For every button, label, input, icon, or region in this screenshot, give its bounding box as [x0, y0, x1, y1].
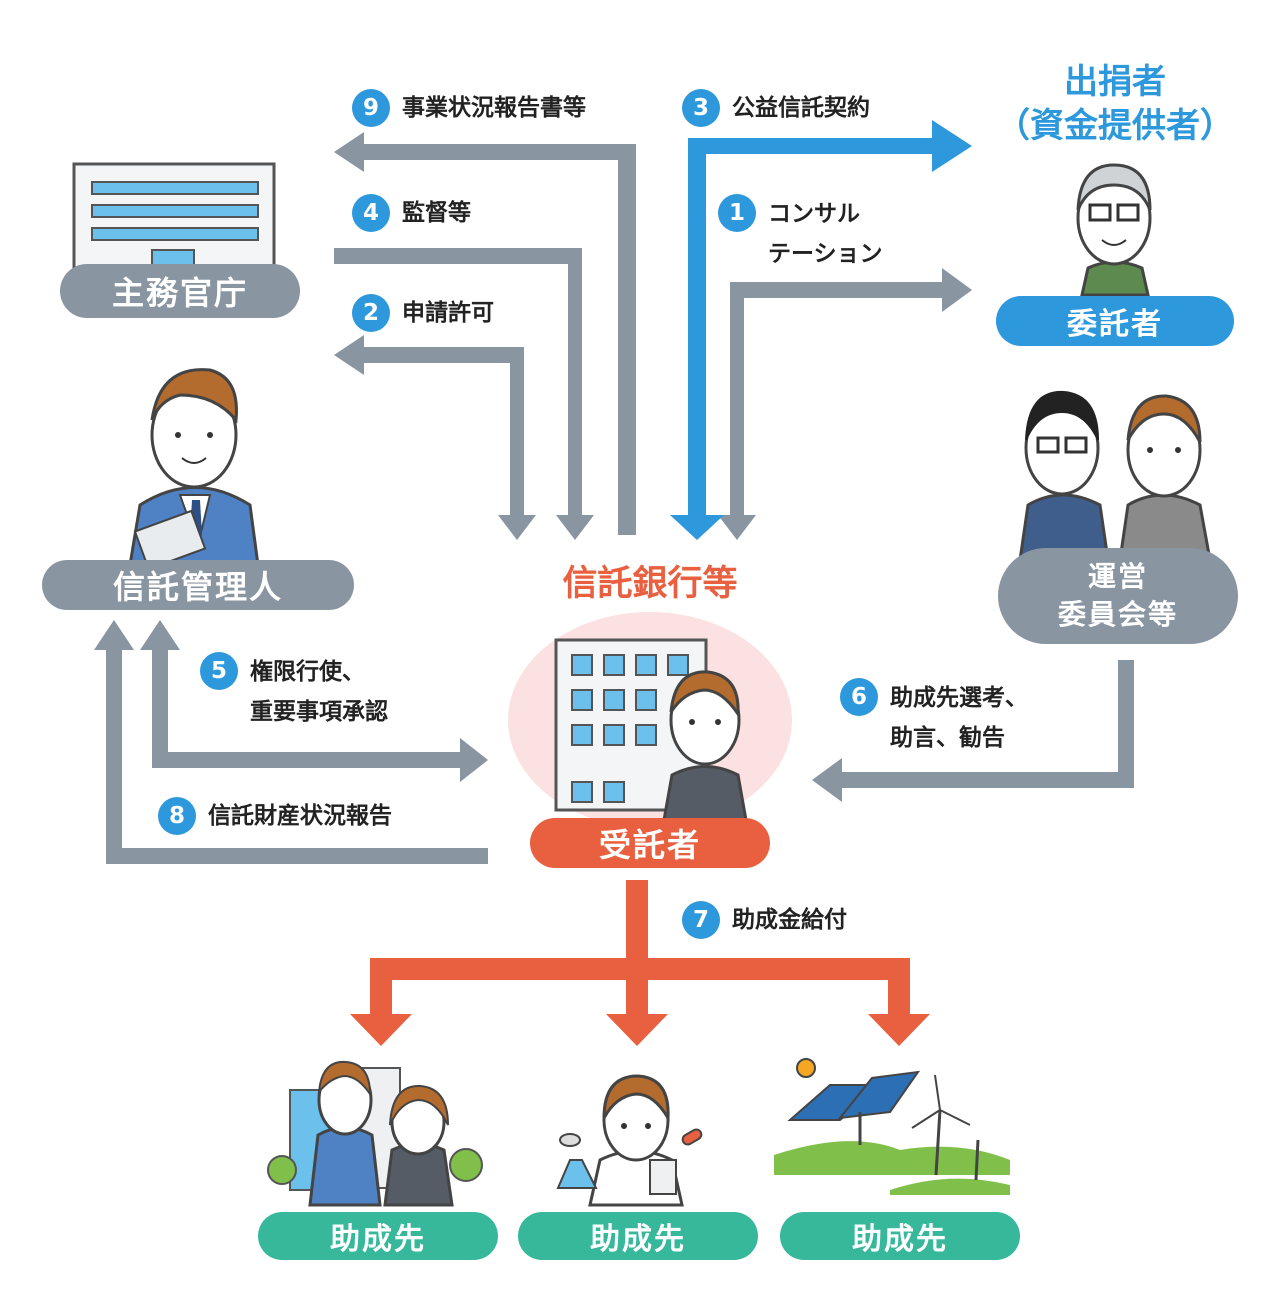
arrow-9 — [334, 132, 636, 535]
trustee-illustration — [508, 612, 792, 828]
arrow-1 — [718, 268, 972, 540]
trustee-label: 受託者 — [530, 818, 770, 868]
ministry-label: 主務官庁 — [60, 264, 300, 318]
step-5: 5 権限行使、 重要事項承認 — [200, 652, 388, 732]
arrow-5 — [140, 620, 488, 782]
step-text: 助成金給付 — [732, 907, 847, 933]
step-number: 5 — [200, 652, 238, 690]
step-3: 3 公益信託契約 — [682, 89, 870, 127]
grantee-label-1: 助成先 — [258, 1212, 498, 1260]
step-number: 3 — [682, 89, 720, 127]
grantee-business-people-icon — [267, 1060, 483, 1207]
step-text: 申請許可 — [402, 300, 494, 326]
step-number: 1 — [718, 194, 756, 232]
grantee-scientist-icon — [556, 1074, 703, 1207]
donor-title: 出捐者 （資金提供者） — [996, 62, 1234, 146]
trustee-title: 信託銀行等 — [562, 564, 738, 604]
step-text: 事業状況報告書等 — [402, 95, 586, 121]
step-9: 9 事業状況報告書等 — [352, 89, 586, 127]
grantee-label-2: 助成先 — [518, 1212, 758, 1260]
step-number: 6 — [840, 678, 878, 716]
step-text: 監督等 — [402, 200, 471, 226]
step-text: コンサル テーション — [768, 201, 883, 267]
step-number: 7 — [682, 901, 720, 939]
step-2: 2 申請許可 — [352, 294, 494, 332]
committee-label: 運営 委員会等 — [998, 548, 1238, 644]
step-text: 権限行使、 重要事項承認 — [250, 659, 388, 725]
step-6: 6 助成先選考、 助言、勧告 — [840, 678, 1028, 758]
donor-person-icon — [1076, 163, 1152, 297]
donor-label: 委託者 — [996, 296, 1234, 346]
arrow-3 — [670, 120, 972, 540]
step-text: 信託財産状況報告 — [208, 803, 392, 829]
step-text: 助成先選考、 助言、勧告 — [890, 685, 1028, 751]
step-number: 2 — [352, 294, 390, 332]
step-4: 4 監督等 — [352, 194, 471, 232]
grantee-renewable-energy-icon — [774, 1058, 1010, 1195]
step-number: 9 — [352, 89, 390, 127]
step-text: 公益信託契約 — [732, 95, 870, 121]
ministry-building-icon — [72, 162, 276, 276]
arrow-4 — [334, 248, 594, 540]
arrow-6 — [812, 660, 1134, 802]
step-8: 8 信託財産状況報告 — [158, 797, 392, 835]
trust-manager-label: 信託管理人 — [42, 560, 354, 610]
arrow-2 — [334, 335, 536, 540]
gray-arrows — [94, 132, 1134, 864]
arrow-7 — [350, 880, 930, 1046]
committee-people-icon — [1018, 390, 1212, 562]
trust-manager-person-icon — [128, 368, 260, 571]
step-1: 1 コンサル テーション — [718, 194, 883, 274]
grantee-label-3: 助成先 — [780, 1212, 1020, 1260]
step-7: 7 助成金給付 — [682, 901, 847, 939]
step-number: 8 — [158, 797, 196, 835]
step-number: 4 — [352, 194, 390, 232]
